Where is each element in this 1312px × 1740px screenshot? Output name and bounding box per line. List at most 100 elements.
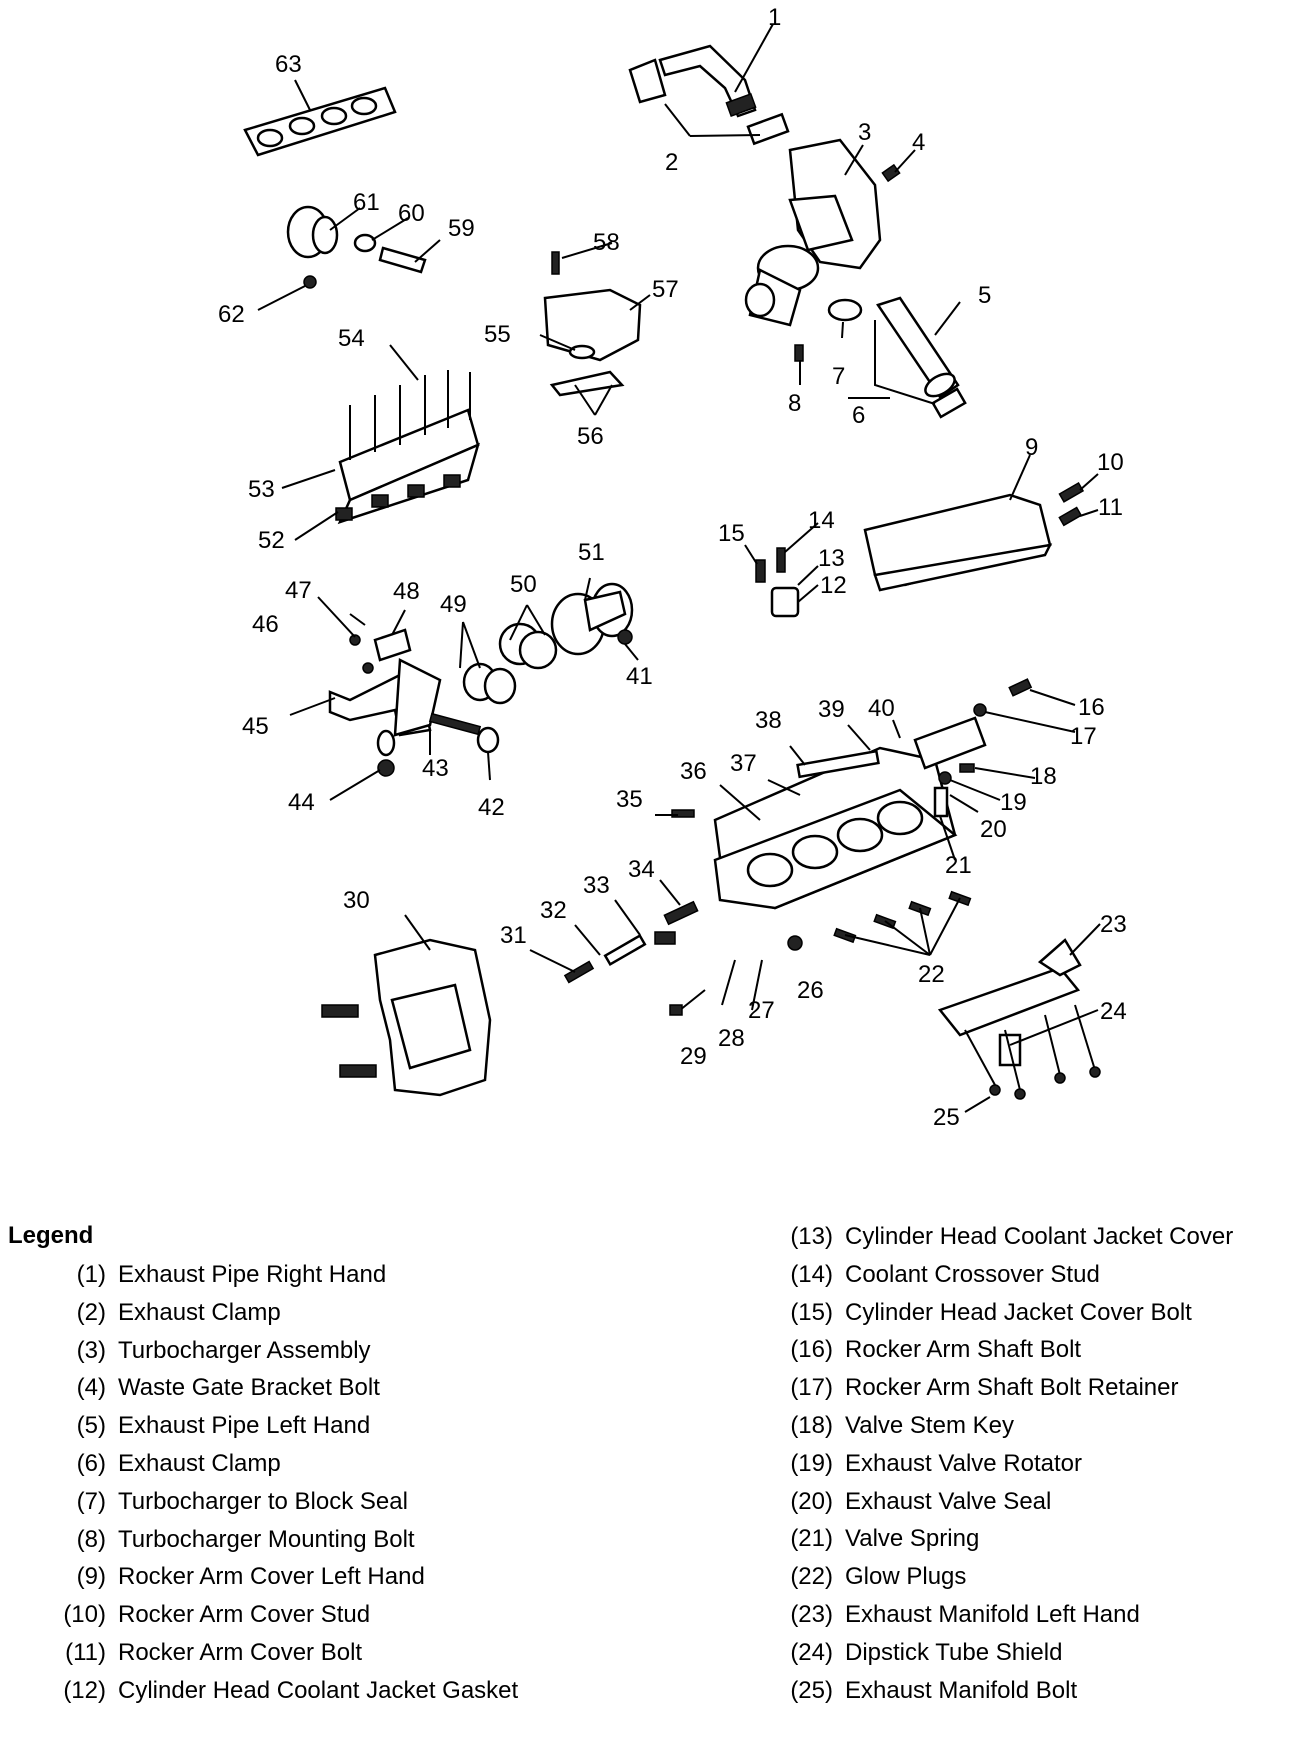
legend-item: (11)Rocker Arm Cover Bolt [44,1634,518,1672]
callout-28: 28 [718,1025,745,1052]
callout-24: 24 [1100,998,1127,1025]
legend-item-number: (23) [790,1600,833,1628]
legend-item-number: (24) [790,1638,833,1666]
callout-27: 27 [748,997,775,1024]
legend-item-number: (14) [790,1260,833,1288]
legend-item-label: Turbocharger Mounting Bolt [118,1525,415,1553]
part-26-34-bolts [563,809,803,1016]
part-3-turbocharger [744,138,901,362]
legend-item: (13) Cylinder Head Coolant Jacket Cover [771,1218,1233,1256]
callout-57: 57 [652,276,679,303]
legend-item: (7)Turbocharger to Block Seal [44,1483,518,1521]
legend-item-number: (16) [790,1336,833,1364]
callout-55: 55 [484,321,511,348]
legend-item-number: (18) [790,1411,833,1439]
callout-62: 62 [218,301,245,328]
exploded-parts-diagram: 1 2 3 4 5 6 7 8 9 10 11 12 13 14 15 16 1… [218,4,1127,1131]
legend-item-label: Exhaust Clamp [118,1298,281,1326]
legend-item-number: (17) [790,1374,833,1402]
callout-4: 4 [912,129,925,156]
callout-25: 25 [933,1104,960,1131]
legend-item: (16) Rocker Arm Shaft Bolt [771,1331,1233,1369]
part-illustrations [243,44,1101,1100]
callout-33: 33 [583,872,610,899]
legend-item-number: (19) [790,1449,833,1477]
legend-item-label: Exhaust Pipe Right Hand [118,1261,387,1288]
legend-item-number: (22) [790,1563,833,1591]
legend-item: (12)Cylinder Head Coolant Jacket Gasket [44,1672,518,1710]
legend-item-label: Rocker Arm Shaft Bolt [845,1336,1082,1364]
legend-item: (9)Rocker Arm Cover Left Hand [44,1558,518,1596]
legend-item: (21)Valve Spring [771,1520,1233,1558]
callout-leader-lines [257,23,1101,1113]
callout-41: 41 [626,663,653,690]
part-51-elbow [462,582,634,705]
legend-item-label: Exhaust Clamp [118,1449,281,1477]
callout-8: 8 [788,390,801,417]
legend-item-label: Cylinder Head Jacket Cover Bolt [845,1298,1192,1326]
legend-item: (4) Waste Gate Bracket Bolt [44,1369,518,1407]
callout-61: 61 [353,189,380,216]
legend-item-label: Rocker Arm Cover Stud [118,1601,371,1629]
part-63-manifold [243,86,397,157]
callout-30: 30 [343,887,370,914]
callout-9: 9 [1025,434,1038,461]
legend-item-label: Dipstick Tube Shield [845,1638,1063,1666]
part-12-15-jacket-cover [755,547,800,618]
callout-22: 22 [918,961,945,988]
callout-37: 37 [730,750,757,777]
legend-item-number: (3) [76,1336,106,1364]
legend-item-number: (8) [76,1525,106,1553]
legend-item-label: Turbocharger Assembly [118,1336,371,1364]
callout-21: 21 [945,852,972,879]
part-53-intake-manifold [335,370,480,525]
callout-23: 23 [1100,911,1127,938]
legend-item: (20)Exhaust Valve Seal [771,1483,1233,1521]
callout-50: 50 [510,571,537,598]
callout-63: 63 [275,51,302,78]
callout-18: 18 [1030,763,1057,790]
part-57-housing [543,251,642,397]
legend-item: (2) Exhaust Clamp [44,1294,518,1332]
legend-item-number: (9) [76,1563,106,1591]
legend-item: (14) Coolant Crossover Stud [771,1256,1233,1294]
part-36-cylinder-head [713,746,972,944]
part-61-62-pulley [286,205,427,289]
legend-item-label: Coolant Crossover Stud [845,1260,1100,1288]
legend-item-label: Exhaust Pipe Left Hand [118,1412,371,1440]
legend-item-label: Cylinder Head Coolant Jacket Cover [845,1223,1234,1250]
part-45-pipe [328,628,500,777]
legend-item-number: (13) [790,1223,833,1250]
callout-43: 43 [422,755,449,782]
callout-34: 34 [628,856,655,883]
callout-5: 5 [978,282,991,309]
legend-item-number: (2) [76,1298,106,1326]
legend-item-number: (15) [790,1298,833,1326]
callout-19: 19 [1000,789,1027,816]
callout-54: 54 [338,325,365,352]
callout-35: 35 [616,786,643,813]
legend-item-label: Waste Gate Bracket Bolt [118,1374,380,1402]
legend-item-label: Exhaust Manifold Bolt [845,1676,1078,1704]
callout-60: 60 [398,200,425,227]
legend-item-label: Valve Spring [845,1525,980,1553]
callout-36: 36 [680,758,707,785]
legend-item: (23)Exhaust Manifold Left Hand [771,1596,1233,1634]
callout-16: 16 [1078,694,1105,721]
legend-item-number: (25) [790,1676,833,1704]
callout-46: 46 [252,611,279,638]
callout-48: 48 [393,578,420,605]
legend-item-label: Rocker Arm Shaft Bolt Retainer [845,1374,1179,1402]
callout-39: 39 [818,696,845,723]
callout-6: 6 [852,402,865,429]
legend-item: (10)Rocker Arm Cover Stud [44,1596,518,1634]
legend-item: (6)Exhaust Clamp [44,1445,518,1483]
legend-item: (24) Dipstick Tube Shield [771,1634,1233,1672]
callout-52: 52 [258,527,285,554]
callout-40: 40 [868,695,895,722]
callout-58: 58 [593,229,620,256]
legend-item-label: Rocker Arm Cover Bolt [118,1638,363,1666]
legend-item-number: (4) [76,1374,106,1402]
part-16-21-valve-parts [796,678,1033,818]
legend-item: (19)Exhaust Valve Rotator [771,1445,1233,1483]
